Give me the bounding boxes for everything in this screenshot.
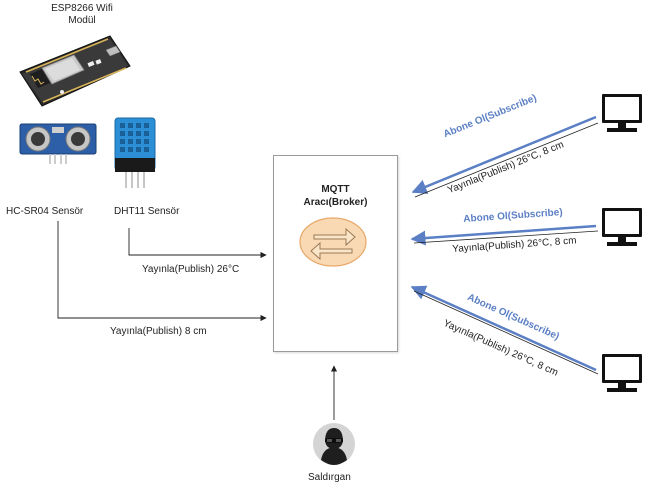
- dht-publish-label: Yayınla(Publish) 26°C: [142, 264, 240, 275]
- dht-publish-line: [128, 228, 267, 259]
- hacker-icon: [313, 423, 355, 465]
- hc-publish-line: [57, 221, 267, 322]
- attacker-label: Saldırgan: [308, 472, 351, 483]
- broker-box: [273, 155, 398, 352]
- publish-line-3: [413, 290, 599, 375]
- subscribe-line-1: [411, 115, 597, 194]
- ultrasonic-sensor-icon: [19, 123, 97, 164]
- monitor-icon: [602, 208, 642, 246]
- monitor-icon: [602, 94, 642, 132]
- subscribe-line-3: [410, 285, 597, 372]
- hcsr04-label: HC-SR04 Sensör: [6, 206, 84, 217]
- subscribe-line-2: [410, 224, 597, 246]
- publish-line-1: [414, 122, 599, 198]
- broker-title: MQTT Aracı(Broker): [273, 183, 398, 209]
- esp-title-line1: ESP8266 Wifi: [51, 3, 113, 14]
- dht11-label: DHT11 Sensör: [114, 206, 180, 217]
- hc-publish-label: Yayınla(Publish) 8 cm: [110, 326, 207, 337]
- exchange-arrows-icon: [299, 217, 367, 267]
- dht11-sensor-icon: [114, 117, 156, 188]
- esp-title-line2: Modül: [68, 15, 96, 26]
- monitor-icon: [602, 354, 642, 392]
- esp-title: ESP8266 Wifi Modül: [36, 3, 128, 27]
- broker-title-line2: Aracı(Broker): [303, 197, 368, 208]
- esp8266-board-icon: [19, 35, 131, 107]
- publish-line-2: [413, 230, 599, 244]
- broker-title-line1: MQTT: [321, 184, 350, 195]
